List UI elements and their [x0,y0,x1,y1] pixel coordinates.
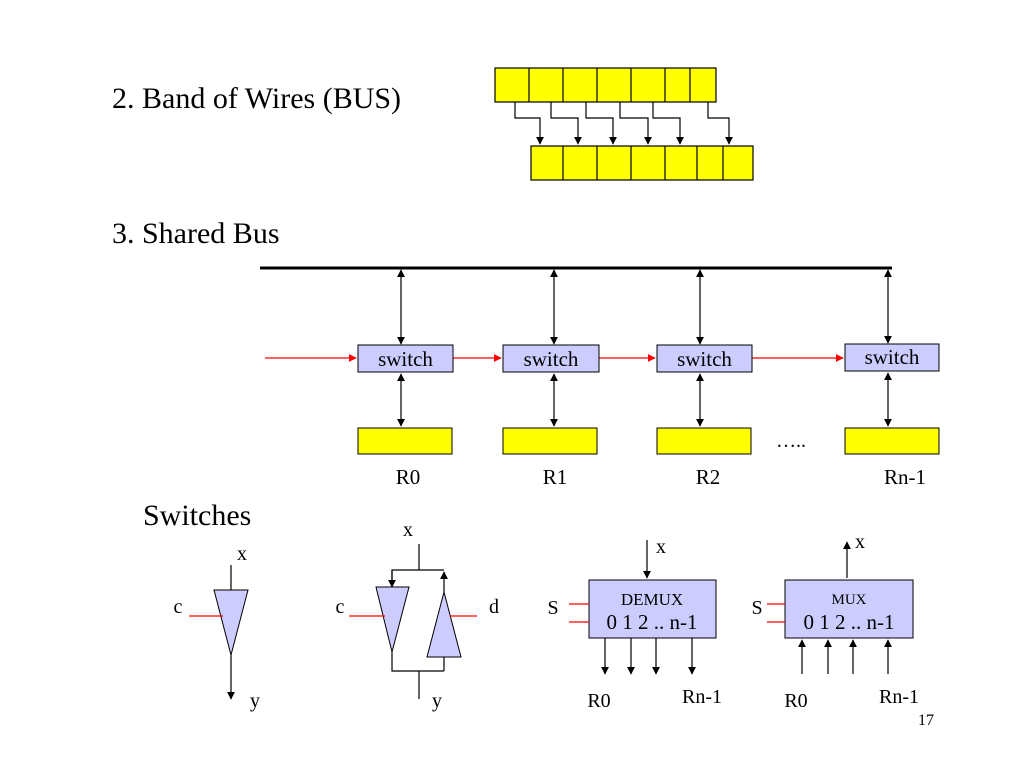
register-label: R0 [396,465,421,489]
register-ellipsis: ….. [776,430,806,452]
switch-box: switch [502,344,600,373]
heading-switches: Switches [143,499,251,532]
label-s: S [751,597,762,619]
mux-input-last: Rn-1 [879,686,919,708]
label-x: x [855,531,865,553]
source-register-row [494,67,717,103]
label-y: y [432,690,442,712]
mux-input-first: R0 [784,690,807,712]
switch-label: switch [378,347,433,371]
switch-label: switch [524,347,579,371]
heading-shared-bus: 3. Shared Bus [112,217,280,250]
register-label: R1 [543,465,568,489]
mux-title: MUX [831,592,866,608]
switch-box: switch [844,343,940,372]
demux: DEMUX 0 1 2 .. n-1 x S R0 Rn-1 [547,536,722,712]
label-x: x [656,536,666,558]
demux-output-first: R0 [587,690,610,712]
bus-taps [397,269,892,345]
label-c: c [174,596,183,618]
register-links [397,372,892,427]
register-r1 [502,427,598,455]
label-d: d [489,596,499,618]
page-number: 17 [918,712,934,729]
bidirectional-buffer: x c d y [336,519,499,712]
demux-output-last: Rn-1 [682,686,722,708]
mux: MUX 0 1 2 .. n-1 x S R0 Rn-1 [751,531,919,712]
switch-label: switch [865,345,920,369]
switch-label: switch [677,347,732,371]
tristate-buffer: x c y [174,543,260,712]
demux-ports: 0 1 2 .. n-1 [607,610,698,634]
label-s: S [547,597,558,619]
label-x: x [237,543,247,565]
parallel-wires [514,102,733,145]
switch-box: switch [357,344,454,373]
switch-box: switch [656,344,753,373]
register-r0 [357,427,453,455]
register-label: Rn-1 [884,465,926,489]
heading-band-of-wires: 2. Band of Wires (BUS) [112,82,401,115]
demux-title: DEMUX [621,590,683,609]
register-r2 [656,427,752,455]
dest-register-row [530,145,754,181]
label-x: x [403,519,413,541]
register-rn-1 [844,427,940,455]
label-c: c [336,596,345,618]
mux-ports: 0 1 2 .. n-1 [804,610,895,634]
label-y: y [250,690,260,712]
register-label: R2 [696,465,721,489]
